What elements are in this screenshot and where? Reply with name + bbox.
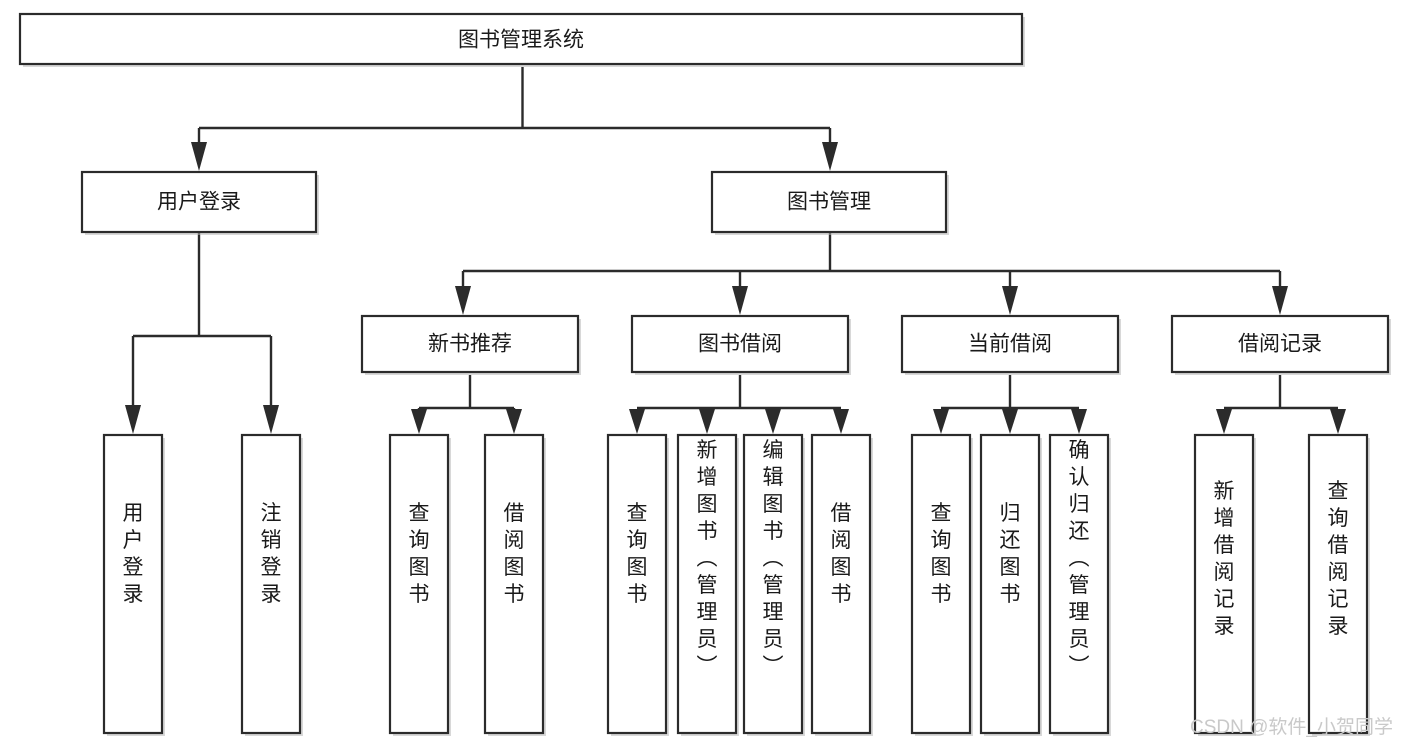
leaf-user-login-label: 用户登录 xyxy=(123,502,144,606)
arrowhead-bookborrow-leaf-4 xyxy=(833,409,849,434)
arrowhead-bookborrow-leaf-2 xyxy=(699,409,715,434)
leaf-node[interactable]: 注销登录 xyxy=(240,433,303,736)
node-current-borrow-label: 当前借阅 xyxy=(968,333,1052,356)
leaf-node[interactable]: 查询图书 xyxy=(910,433,973,736)
connector-group xyxy=(125,67,1346,434)
node-user-login-label: 用户登录 xyxy=(157,191,241,214)
arrowhead-newbook-leaf-2 xyxy=(506,409,522,434)
node-current-borrow[interactable]: 当前借阅 xyxy=(900,314,1121,375)
node-root-label: 图书管理系统 xyxy=(458,29,584,52)
arrowhead-leaf-user-login xyxy=(125,405,141,434)
leaf-node[interactable]: 编辑图书︵管理员︶ xyxy=(742,433,805,736)
node-current-borrow-rect[interactable] xyxy=(900,314,1120,374)
leaf-bookborrow-add-label: 新增图书︵管理员︶ xyxy=(697,439,718,678)
leaf-node[interactable]: 借阅图书 xyxy=(483,433,546,736)
arrowhead-currentborrow-leaf-2 xyxy=(1002,409,1018,434)
arrowhead-book-manage xyxy=(822,142,838,171)
leaf-borrowrecord-query-label: 查询借阅记录 xyxy=(1328,480,1349,638)
leaf-currentborrow-confirm-label: 确认归还︵管理员︶ xyxy=(1069,439,1090,678)
node-book-manage-label: 图书管理 xyxy=(787,191,871,214)
node-book-manage-rect[interactable] xyxy=(710,170,948,234)
leaf-node[interactable]: 借阅图书 xyxy=(810,433,873,736)
arrowhead-newbook-leaf-1 xyxy=(411,409,427,434)
node-book-manage[interactable]: 图书管理 xyxy=(710,170,949,235)
node-root[interactable]: 图书管理系统 xyxy=(18,12,1025,67)
leaf-bookborrow-query-label: 查询图书 xyxy=(627,502,648,606)
arrowhead-currentborrow-leaf-3 xyxy=(1071,409,1087,434)
leaf-node[interactable]: 归还图书 xyxy=(979,433,1042,736)
arrowhead-borrow-record xyxy=(1272,286,1288,315)
node-book-borrow[interactable]: 图书借阅 xyxy=(630,314,851,375)
arrowhead-leaf-logout xyxy=(263,405,279,434)
leaf-node[interactable]: 确认归还︵管理员︶ xyxy=(1048,433,1111,736)
leaf-bookborrow-borrow-label: 借阅图书 xyxy=(831,502,852,606)
arrowhead-borrowrecord-leaf-1 xyxy=(1216,409,1232,434)
node-borrow-record[interactable]: 借阅记录 xyxy=(1170,314,1391,375)
arrowhead-new-book-recommend xyxy=(455,286,471,315)
leaf-currentborrow-query-rect[interactable] xyxy=(910,433,972,735)
node-new-book-recommend-label: 新书推荐 xyxy=(428,333,512,356)
leaf-bookborrow-edit-rect[interactable] xyxy=(742,433,804,735)
node-user-login-rect[interactable] xyxy=(80,170,318,234)
arrowhead-user-login xyxy=(191,142,207,171)
leaf-borrowrecord-add-rect[interactable] xyxy=(1193,433,1255,735)
leaf-newbook-borrow-rect[interactable] xyxy=(483,433,545,735)
leaf-node[interactable]: 查询图书 xyxy=(606,433,669,736)
csdn-watermark: CSDN @软件_小贺同学 xyxy=(1190,716,1393,738)
node-new-book-recommend[interactable]: 新书推荐 xyxy=(360,314,581,375)
arrowhead-borrowrecord-leaf-2 xyxy=(1330,409,1346,434)
leaf-node[interactable]: 查询图书 xyxy=(388,433,451,736)
leaf-node[interactable]: 查询借阅记录 xyxy=(1307,433,1370,736)
arrowhead-currentborrow-leaf-1 xyxy=(933,409,949,434)
arrowhead-current-borrow xyxy=(1002,286,1018,315)
leaf-newbook-borrow-label: 借阅图书 xyxy=(504,502,525,606)
node-book-borrow-rect[interactable] xyxy=(630,314,850,374)
leaf-bookborrow-edit-label: 编辑图书︵管理员︶ xyxy=(763,439,784,678)
leaf-bookborrow-add-rect[interactable] xyxy=(676,433,738,735)
leaf-currentborrow-confirm-rect[interactable] xyxy=(1048,433,1110,735)
node-borrow-record-label: 借阅记录 xyxy=(1238,333,1322,356)
leaf-currentborrow-return-rect[interactable] xyxy=(979,433,1041,735)
node-borrow-record-rect[interactable] xyxy=(1170,314,1390,374)
leaf-user-login-rect[interactable] xyxy=(102,433,164,735)
leaf-borrowrecord-query-rect[interactable] xyxy=(1307,433,1369,735)
node-user-login[interactable]: 用户登录 xyxy=(80,170,319,235)
leaf-node[interactable]: 新增借阅记录 xyxy=(1193,433,1256,736)
leaf-borrowrecord-add-label: 新增借阅记录 xyxy=(1214,480,1235,638)
leaf-logout-rect[interactable] xyxy=(240,433,302,735)
leaf-currentborrow-return-label: 归还图书 xyxy=(1000,502,1021,606)
node-root-rect[interactable] xyxy=(18,12,1024,66)
arrowhead-book-borrow xyxy=(732,286,748,315)
leaf-logout-label: 注销登录 xyxy=(261,502,282,606)
node-book-borrow-label: 图书借阅 xyxy=(698,333,782,356)
leaf-node[interactable]: 新增图书︵管理员︶ xyxy=(676,433,739,736)
leaf-newbook-query-label: 查询图书 xyxy=(409,502,430,606)
leaf-node[interactable]: 用户登录 xyxy=(102,433,165,736)
leaf-bookborrow-query-rect[interactable] xyxy=(606,433,668,735)
node-new-book-recommend-rect[interactable] xyxy=(360,314,580,374)
arrowhead-bookborrow-leaf-3 xyxy=(765,409,781,434)
leaf-newbook-query-rect[interactable] xyxy=(388,433,450,735)
leaf-currentborrow-query-label: 查询图书 xyxy=(931,502,952,606)
arrowhead-bookborrow-leaf-1 xyxy=(629,409,645,434)
leaf-bookborrow-borrow-rect[interactable] xyxy=(810,433,872,735)
